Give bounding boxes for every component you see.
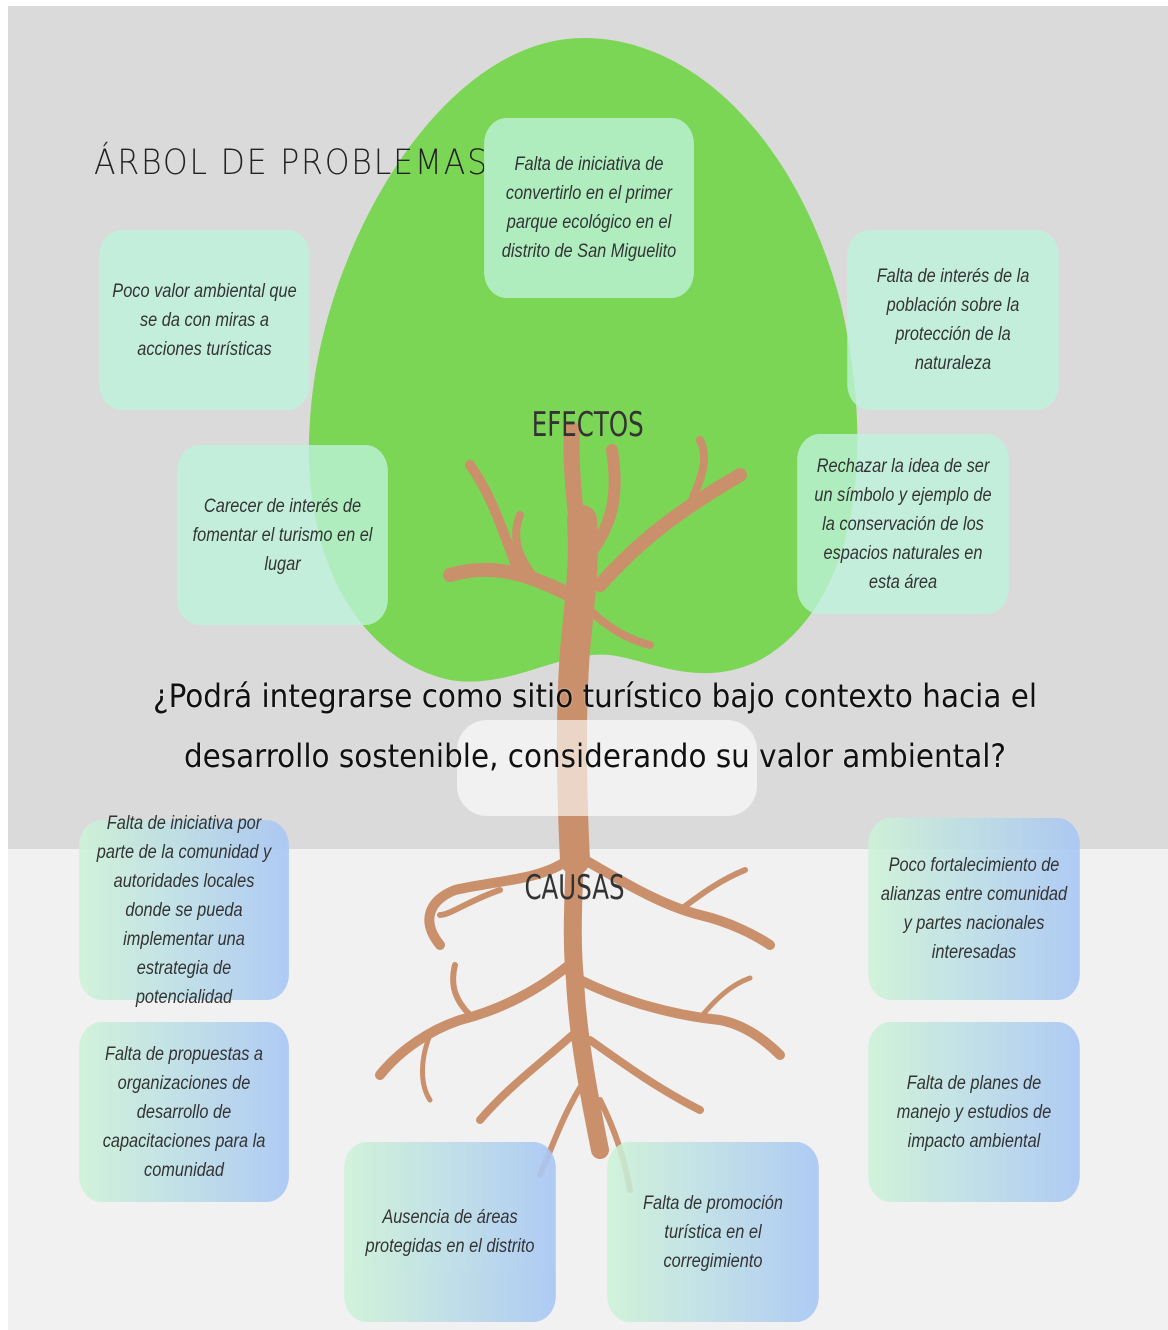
cause-box-6: Falta de promoción turística en el corre… — [607, 1142, 819, 1322]
effects-label: EFECTOS — [531, 405, 644, 445]
effect-text-5: Rechazar la idea de ser un símbolo y eje… — [814, 455, 992, 593]
effect-box-3: Falta de interés de la población sobre l… — [847, 230, 1059, 410]
effect-text-1: Falta de iniciativa de convertirlo en el… — [501, 154, 677, 262]
cause-box-4: Falta de planes de manejo y estudios de … — [868, 1022, 1080, 1202]
cause-text-1: Falta de iniciativa por parte de la comu… — [96, 812, 272, 1008]
effect-box-2: Poco valor ambiental que se da con miras… — [99, 230, 310, 410]
cause-text-5: Ausencia de áreas protegidas en el distr… — [365, 1207, 535, 1257]
cause-box-5: Ausencia de áreas protegidas en el distr… — [344, 1142, 556, 1322]
question-highlight — [457, 720, 757, 816]
cause-box-2: Poco fortalecimiento de alianzas entre c… — [868, 818, 1080, 1000]
cause-text-2: Poco fortalecimiento de alianzas entre c… — [880, 855, 1068, 963]
cause-box-3: Falta de propuestas a organizaciones de … — [79, 1022, 289, 1202]
tree-canopy — [308, 38, 858, 682]
effect-box-4: Carecer de interés de fomentar el turism… — [177, 445, 388, 625]
cause-text-3: Falta de propuestas a organizaciones de … — [102, 1043, 266, 1181]
effect-box-5: Rechazar la idea de ser un símbolo y eje… — [797, 434, 1009, 614]
cause-box-1: Falta de iniciativa por parte de la comu… — [79, 813, 289, 1008]
cause-text-4: Falta de planes de manejo y estudios de … — [896, 1072, 1052, 1152]
causes-label: CAUSAS — [524, 868, 625, 908]
effect-text-4: Carecer de interés de fomentar el turism… — [192, 495, 373, 575]
diagram-title: ÁRBOL DE PROBLEMAS — [94, 143, 489, 183]
effect-text-3: Falta de interés de la población sobre l… — [876, 266, 1030, 374]
cause-text-6: Falta de promoción turística en el corre… — [643, 1192, 783, 1272]
central-question: ¿Podrá integrarse como sitio turístico b… — [152, 677, 1038, 775]
effect-text-2: Poco valor ambiental que se da con miras… — [112, 280, 297, 360]
effect-box-1: Falta de iniciativa de convertirlo en el… — [484, 118, 694, 298]
